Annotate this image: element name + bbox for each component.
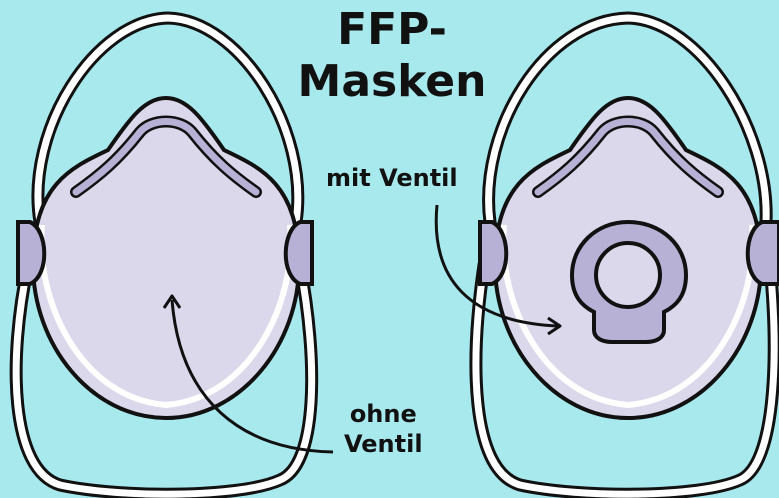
left-side-clip bbox=[480, 222, 506, 284]
mask-body bbox=[33, 98, 299, 418]
title-line-1: FFP- bbox=[262, 4, 522, 56]
left-side-clip bbox=[18, 222, 44, 284]
label-without-valve-line-2: Ventil bbox=[344, 429, 423, 459]
label-with-valve: mit Ventil bbox=[326, 163, 458, 193]
title-line-2: Masken bbox=[262, 56, 522, 108]
right-side-clip bbox=[286, 222, 312, 284]
page-title: FFP- Masken bbox=[262, 4, 522, 108]
right-side-clip bbox=[748, 222, 779, 284]
label-without-valve: ohne Ventil bbox=[344, 399, 423, 459]
label-without-valve-line-1: ohne bbox=[344, 399, 423, 429]
